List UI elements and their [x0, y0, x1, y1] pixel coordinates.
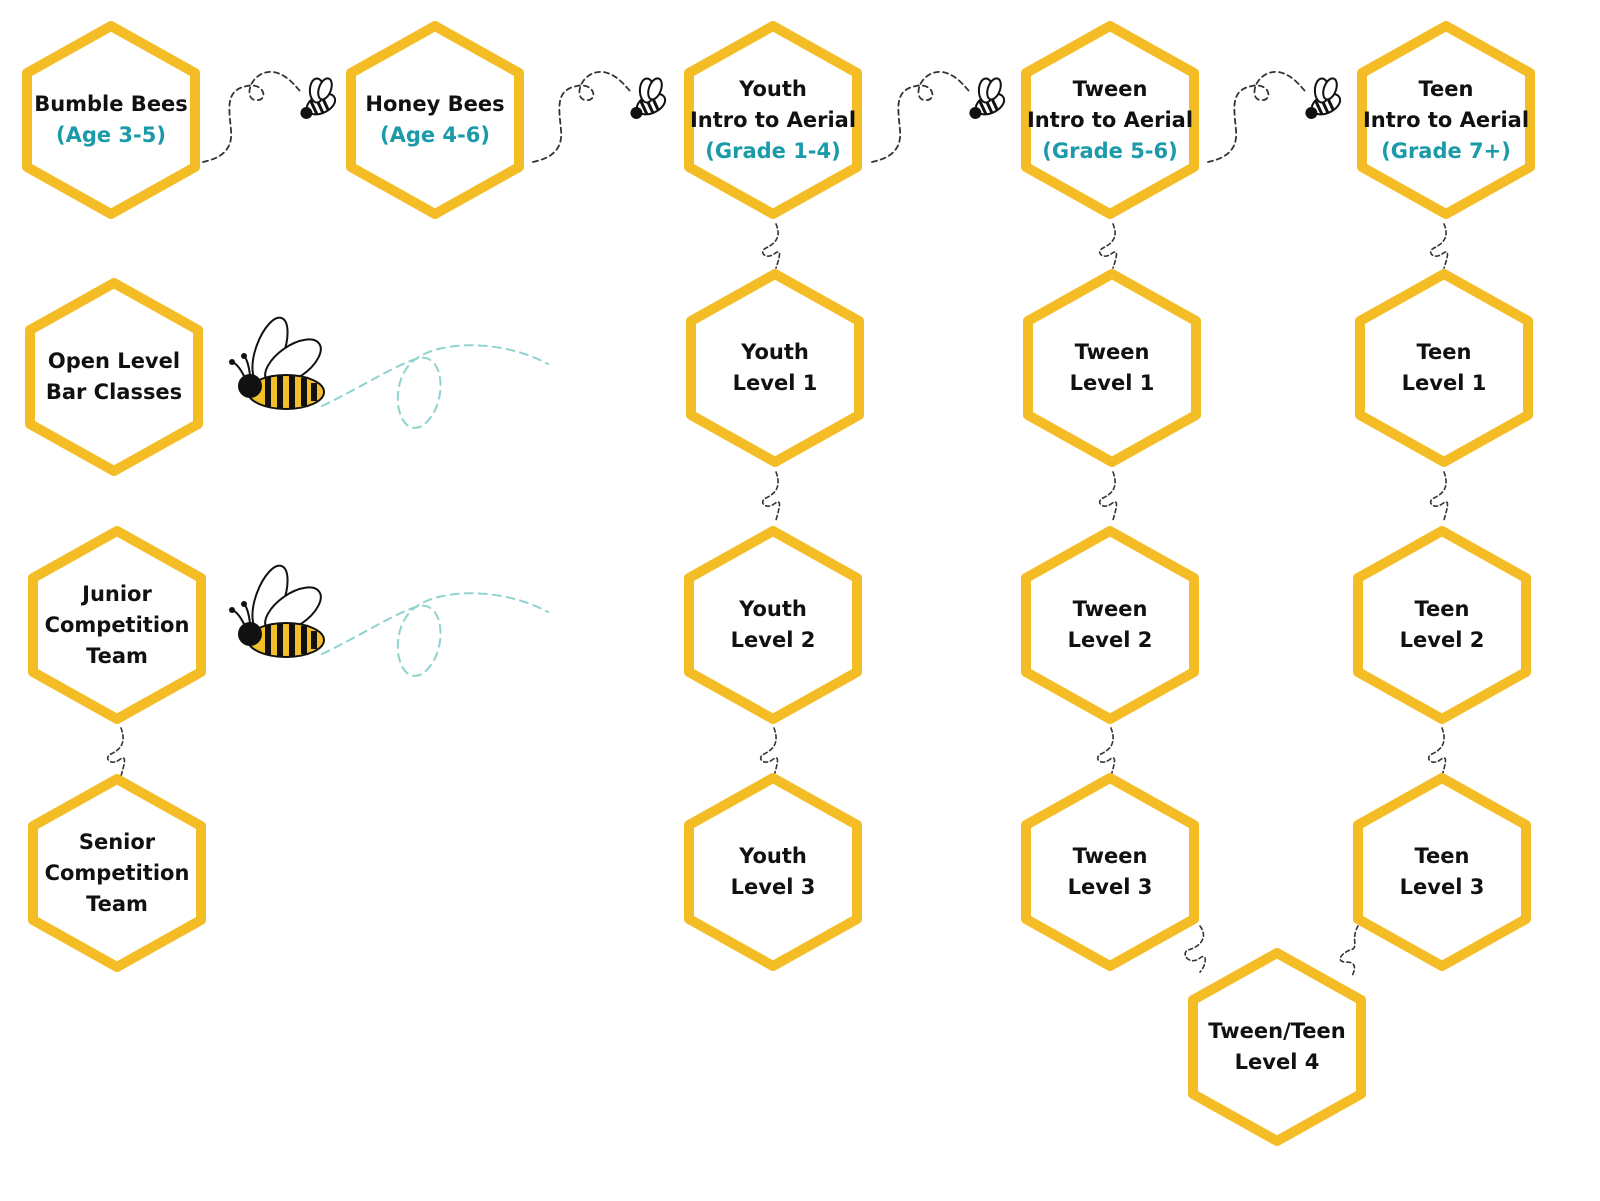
loop-connector: [1098, 223, 1118, 269]
hexagon-shape: [1353, 773, 1531, 971]
loop-connector: [1339, 925, 1359, 977]
small-bee-icon: [300, 77, 337, 119]
loop-connector: [761, 223, 781, 269]
hexagon-shape: [1353, 526, 1531, 724]
small-bee-icon: [630, 77, 667, 119]
loop-connector: [1429, 471, 1449, 521]
hexagon-shape: [25, 278, 203, 476]
hexagon-shape: [1355, 269, 1533, 467]
hexagon-shape: [1188, 948, 1366, 1146]
dashed-connector: [1207, 71, 1307, 163]
hexagon-shape: [1357, 21, 1535, 219]
flight-trail: [321, 592, 549, 677]
big-bee-icon: [229, 316, 325, 410]
loop-connector: [1184, 925, 1207, 973]
loop-connector: [1427, 727, 1447, 777]
hexagon-shape: [1023, 269, 1201, 467]
hexagon-shape: [684, 526, 862, 724]
dashed-connector: [532, 71, 632, 163]
flight-trail: [321, 344, 549, 429]
hexagon-shape: [684, 21, 862, 219]
hexagon-shape: [22, 21, 200, 219]
big-bee-icon: [229, 564, 325, 658]
loop-connector: [106, 727, 126, 777]
small-bee-icon: [1305, 77, 1342, 119]
dashed-connector: [202, 71, 302, 163]
hexagon-shape: [1021, 773, 1199, 971]
hexagon-shape: [28, 774, 206, 972]
loop-connector: [759, 727, 779, 777]
hexagon-shape: [28, 526, 206, 724]
small-bee-icon: [969, 77, 1006, 119]
hexagon-shape: [686, 269, 864, 467]
dashed-connector: [871, 71, 971, 163]
hexagon-honey-bees: Honey Bees(Age 4-6): [346, 21, 524, 219]
hexagon-shape: [1021, 21, 1199, 219]
loop-connector: [1096, 727, 1116, 777]
hexagon-bumble-bees: Bumble Bees(Age 3-5): [22, 21, 200, 219]
hexagon-shape: [346, 21, 524, 219]
hexagon-shape: [1021, 526, 1199, 724]
loop-connector: [1098, 471, 1118, 521]
loop-connector: [1429, 223, 1449, 269]
hexagon-shape: [684, 773, 862, 971]
loop-connector: [761, 471, 781, 521]
